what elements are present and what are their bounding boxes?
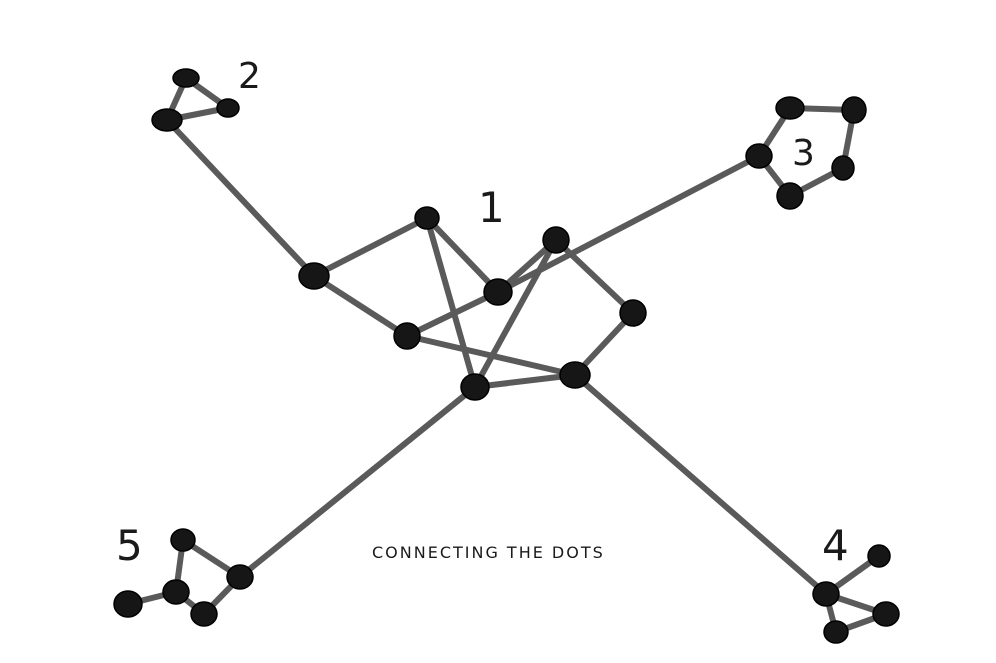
dot-n1f [619,299,647,327]
cluster-label-3: 3 [792,133,815,174]
edge-n1a-n2c [164,117,317,279]
dot-n3d [831,155,855,181]
dot-n3e [776,182,804,210]
edge-n1g-n5e [237,384,478,580]
dot-n3c [841,96,867,124]
edge-n1e-n1g [472,237,559,390]
edge-n1g-n1h [472,372,578,390]
dot-n2b [216,98,240,118]
dot-n1b [414,206,440,230]
edge-n1e-n1f [553,237,636,316]
cluster-label-2: 2 [238,56,261,97]
edge-n1d-n3a [495,153,762,295]
dot-n2a [172,68,200,88]
dot-n3b [775,96,805,120]
dot-n1c [393,322,421,350]
diagram-caption: CONNECTING THE DOTS [372,543,605,562]
dot-n4d [823,620,849,644]
dot-n5e [226,564,254,590]
edge-n1h-n4a [572,372,829,597]
dot-n5b [113,590,143,618]
dot-n1h [559,361,591,389]
dot-n5c [162,579,190,605]
edge-n1b-n1g [424,215,478,390]
dot-n4a [812,581,840,607]
edge-n1b-n1d [424,215,501,295]
edge-n1a-n1b [311,215,430,279]
dot-n1g [460,373,490,401]
dot-n3a [745,143,773,169]
cluster-label-4: 4 [822,521,849,570]
nodes-layer [113,68,900,644]
dot-n5d [190,601,218,627]
dot-n4b [867,544,891,568]
edge-n1a-n1c [311,273,410,339]
cluster-label-1: 1 [478,183,505,232]
dot-n4c [872,601,900,627]
edge-n1c-n1h [404,333,578,378]
dot-n2c [151,108,183,132]
dot-n1a [298,262,330,290]
dot-n1d [483,278,513,306]
dot-n1e [542,226,570,254]
dot-n5a [170,528,196,552]
cluster-label-5: 5 [116,521,143,570]
